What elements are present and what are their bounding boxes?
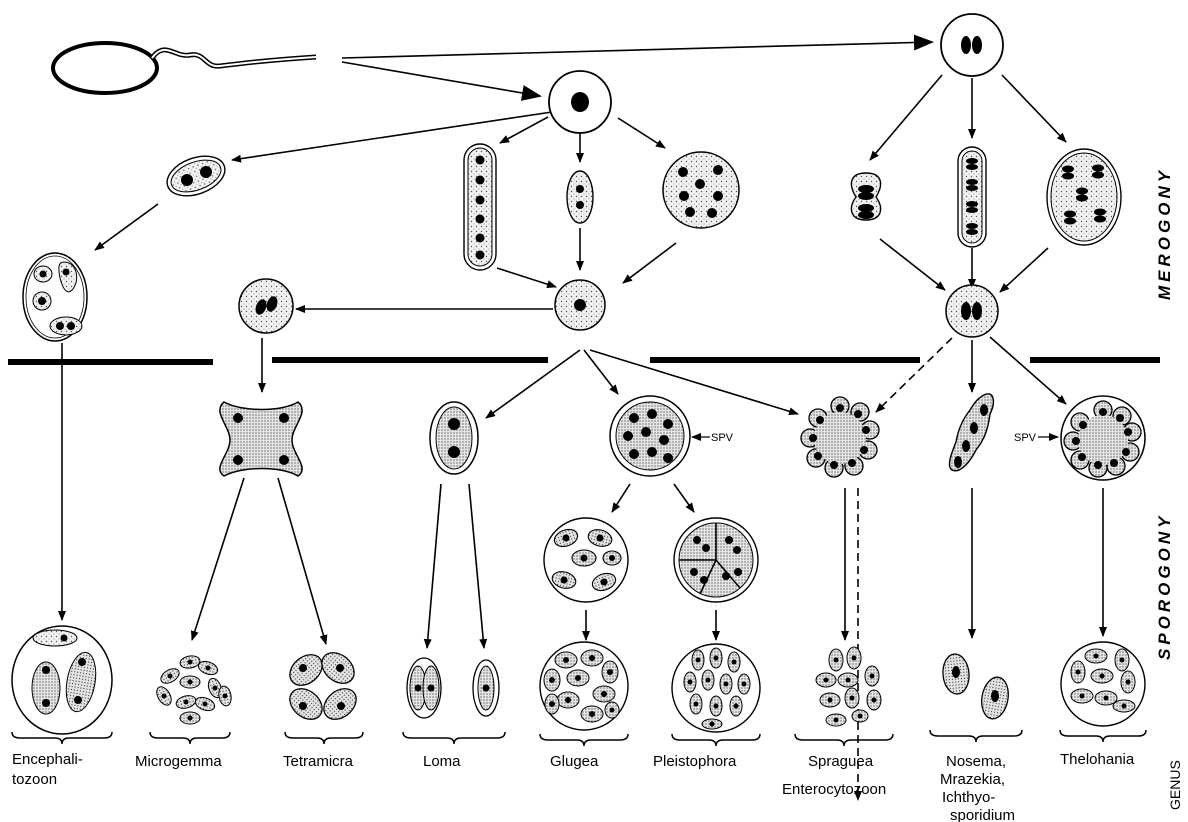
- diplokaryotic-meront-large: [940, 13, 1004, 77]
- genus-thelohania: Thelohania: [1060, 751, 1135, 768]
- genus-tetramicra: Tetramicra: [283, 753, 354, 770]
- genus-nosema-line4: sporidium: [950, 807, 1015, 822]
- encephalitozoon-meront-vacuole: [22, 252, 88, 342]
- glugea-sporont-spv: [609, 395, 691, 477]
- merogony-label: MEROGONY: [1155, 167, 1174, 300]
- loma-sporont: [429, 401, 479, 475]
- thelohania-sporont-spv: [1060, 395, 1146, 481]
- genus-braces: [11, 729, 1147, 747]
- small-binucleate-meront: [566, 170, 594, 224]
- genus-glugea: Glugea: [550, 753, 599, 770]
- pleistophora-spore-cyst: [671, 643, 761, 733]
- elongate-plasmodium-meront: [463, 143, 497, 271]
- microgemma-spores: [156, 655, 232, 725]
- germinating-spore: [51, 41, 317, 95]
- thelohania-spore-cyst: [1060, 641, 1146, 727]
- merogony-sporogony-divider: [8, 357, 1160, 365]
- genus-nosema-line2: Mrazekia,: [940, 771, 1005, 788]
- binucleate-meront-oval: [166, 155, 226, 197]
- loma-spores: [406, 657, 500, 719]
- spv-pointer-thelohania: SPV: [1014, 432, 1059, 444]
- tetramicra-spores: [289, 652, 357, 720]
- encephalitozoon-spores: [11, 625, 113, 735]
- tetramicra-sporont-lobed: [219, 401, 303, 477]
- nosema-spores: [942, 653, 1009, 720]
- spraguea-sporont-rosette: [800, 396, 880, 478]
- multinucleate-round-meront: [662, 151, 740, 229]
- spraguea-spores: [815, 646, 882, 727]
- uninucleate-meront-small: [554, 279, 606, 331]
- genus-enterocytozoon: Enterocytozoon: [782, 781, 886, 798]
- diplokaryotic-elongate-meront: [957, 146, 987, 248]
- genus-spraguea: Spraguea: [808, 753, 874, 770]
- genus-encephalitozoon-line2: tozoon: [12, 771, 57, 788]
- arrows-sporogony: [58, 336, 1107, 649]
- sporogony-label: SPOROGONY: [1155, 513, 1174, 660]
- pleistophora-sporont-divided: [673, 517, 759, 603]
- nosema-sporont: [948, 393, 995, 472]
- diplokaryotic-binucleate-meront: [850, 172, 882, 221]
- genus-encephalitozoon-line1: Encephali-: [12, 751, 83, 768]
- genus-label: GENUS: [1167, 760, 1183, 810]
- arrows-merogony: [94, 34, 1067, 313]
- genus-microgemma: Microgemma: [135, 753, 222, 770]
- genus-pleistophora: Pleistophora: [653, 753, 737, 770]
- diplokaryotic-meront-small: [945, 284, 999, 338]
- glugea-spore-cyst: [539, 641, 629, 731]
- diplokaryotic-plasmodium-meront: [1046, 148, 1122, 246]
- spv-label: SPV: [711, 432, 734, 444]
- genus-nosema-line3: Ichthyo-: [942, 789, 995, 806]
- dashed-arrows: [854, 337, 953, 801]
- spv-label: SPV: [1014, 432, 1037, 444]
- spv-pointer-glugea: SPV: [691, 432, 734, 444]
- genus-nosema-line1: Nosema,: [946, 753, 1006, 770]
- uninucleate-meront-large: [548, 70, 612, 134]
- genus-loma: Loma: [423, 753, 461, 770]
- glugea-sporoblast-cluster: [543, 517, 629, 603]
- binucleate-sporont-round: [238, 278, 294, 334]
